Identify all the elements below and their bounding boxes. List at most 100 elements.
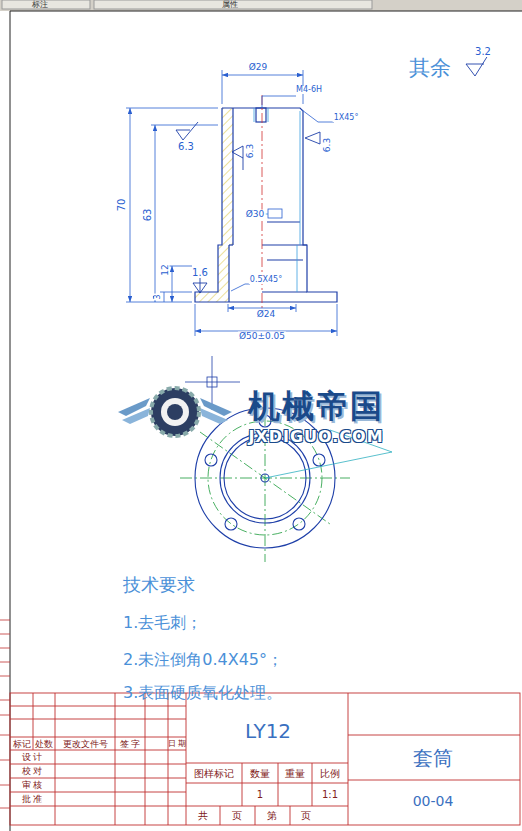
roughness-value: 6.3: [323, 137, 332, 153]
top-view: [265, 452, 392, 478]
title-block: [10, 778, 186, 779]
title-block: [220, 806, 221, 825]
table-cell: 日 期: [168, 740, 187, 748]
sheet-frame: [10, 11, 522, 12]
dimension-lines: [164, 292, 165, 302]
watermark-logo: [161, 398, 189, 426]
watermark-url: JXDIGUO.COM: [248, 429, 383, 445]
side-strip: [0, 634, 10, 635]
roughness-value: 3.2: [474, 47, 492, 57]
part-section: [232, 108, 233, 245]
table-cell: 批 准: [22, 795, 43, 804]
title-block: [10, 706, 186, 707]
side-strip: [0, 620, 10, 808]
title-block: [312, 763, 313, 806]
roughness-symbols: [176, 130, 190, 131]
watermark-logo: [122, 408, 150, 424]
dimension-lines: [126, 70, 337, 336]
dimension-text: 70: [117, 198, 127, 213]
part-section: [228, 245, 229, 302]
watermark-logo: [151, 388, 199, 436]
table-cell: 校 对: [22, 767, 43, 776]
table-cell: 1: [257, 790, 263, 800]
dimension-lines: [222, 75, 303, 76]
roughness-value: 6.3: [246, 143, 255, 159]
dimension-text: M4-6H: [295, 86, 323, 94]
table-cell: 审 核: [22, 781, 43, 790]
title-block: [186, 806, 348, 807]
part-section: [229, 244, 233, 245]
dimension-lines: [302, 110, 334, 122]
title-block: [33, 693, 34, 750]
side-strip: [0, 662, 10, 663]
title-block: [278, 763, 279, 806]
dimension-lines: [130, 108, 131, 302]
table-cell: 1:1: [322, 790, 338, 800]
cursor-crosshair: [185, 382, 240, 383]
title-block: [348, 780, 520, 781]
title-block: [55, 693, 56, 825]
note-line: 3.表面硬质氧化处理。: [123, 685, 282, 701]
part-section: [262, 291, 307, 292]
cursor-crosshair: [212, 356, 213, 410]
toolbar: [94, 0, 372, 9]
dimension-lines: [262, 96, 296, 108]
notes-heading: 技术要求: [123, 576, 195, 594]
part-section: [254, 108, 255, 122]
dimension-lines: [126, 302, 192, 303]
title-block: [10, 737, 186, 738]
drawing-number: 00-04: [413, 794, 454, 808]
title-block: [10, 719, 186, 720]
table-cell: 处数: [35, 740, 53, 749]
side-strip: [0, 760, 10, 761]
roughness-symbols: [232, 146, 243, 158]
side-strip: [0, 700, 10, 701]
top-view: [225, 518, 237, 530]
title-block: [186, 693, 187, 825]
watermark-logo: [118, 388, 232, 436]
watermark-text: 机械帝国: [248, 390, 384, 422]
table-cell: 设 计: [22, 753, 43, 762]
dimension-text: Ø29: [248, 63, 269, 72]
table-cell: 比例: [320, 769, 340, 779]
toolbar: [0, 0, 522, 11]
roughness-symbols: [305, 132, 320, 144]
dimension-text: 3: [154, 293, 162, 300]
part-section: [256, 108, 266, 122]
title-block: [10, 693, 520, 825]
title-block: [10, 693, 520, 825]
dimension-lines: [151, 125, 218, 126]
roughness-symbols: [466, 64, 484, 65]
dimension-text: 63: [143, 208, 153, 223]
toolbar: [2, 0, 90, 9]
table-cell: 数量: [250, 769, 270, 779]
dimension-lines: [172, 266, 173, 302]
cursor-crosshair: [207, 377, 217, 387]
tab-label: 属性: [222, 1, 238, 9]
title-block: [186, 783, 348, 784]
title-block: [290, 806, 291, 825]
title-block: [10, 806, 186, 807]
roughness-symbols: [176, 122, 198, 140]
top-view: [313, 454, 325, 466]
dimension-lines: [155, 125, 156, 302]
part-section: [268, 108, 269, 122]
table-cell: 更改文件号: [63, 740, 108, 749]
dimension-text: 1X45°: [333, 114, 360, 122]
part-section: [195, 108, 337, 302]
title-block: [10, 750, 186, 751]
title-block: [168, 693, 169, 825]
title-block: [348, 693, 349, 825]
part-section: [267, 259, 303, 260]
part-section: [300, 111, 301, 245]
table-cell: 共: [198, 811, 208, 821]
dimension-text: 12: [161, 263, 170, 276]
title-block: [348, 735, 520, 736]
dimension-text: 0.5X45°: [249, 276, 283, 284]
tab-label: 标注: [32, 1, 48, 9]
table-cell: 标记: [13, 740, 31, 749]
title-block: [242, 763, 243, 806]
dimension-text: Ø30: [245, 210, 266, 219]
table-cell: 页: [301, 811, 311, 821]
dimension-lines: [126, 108, 218, 109]
